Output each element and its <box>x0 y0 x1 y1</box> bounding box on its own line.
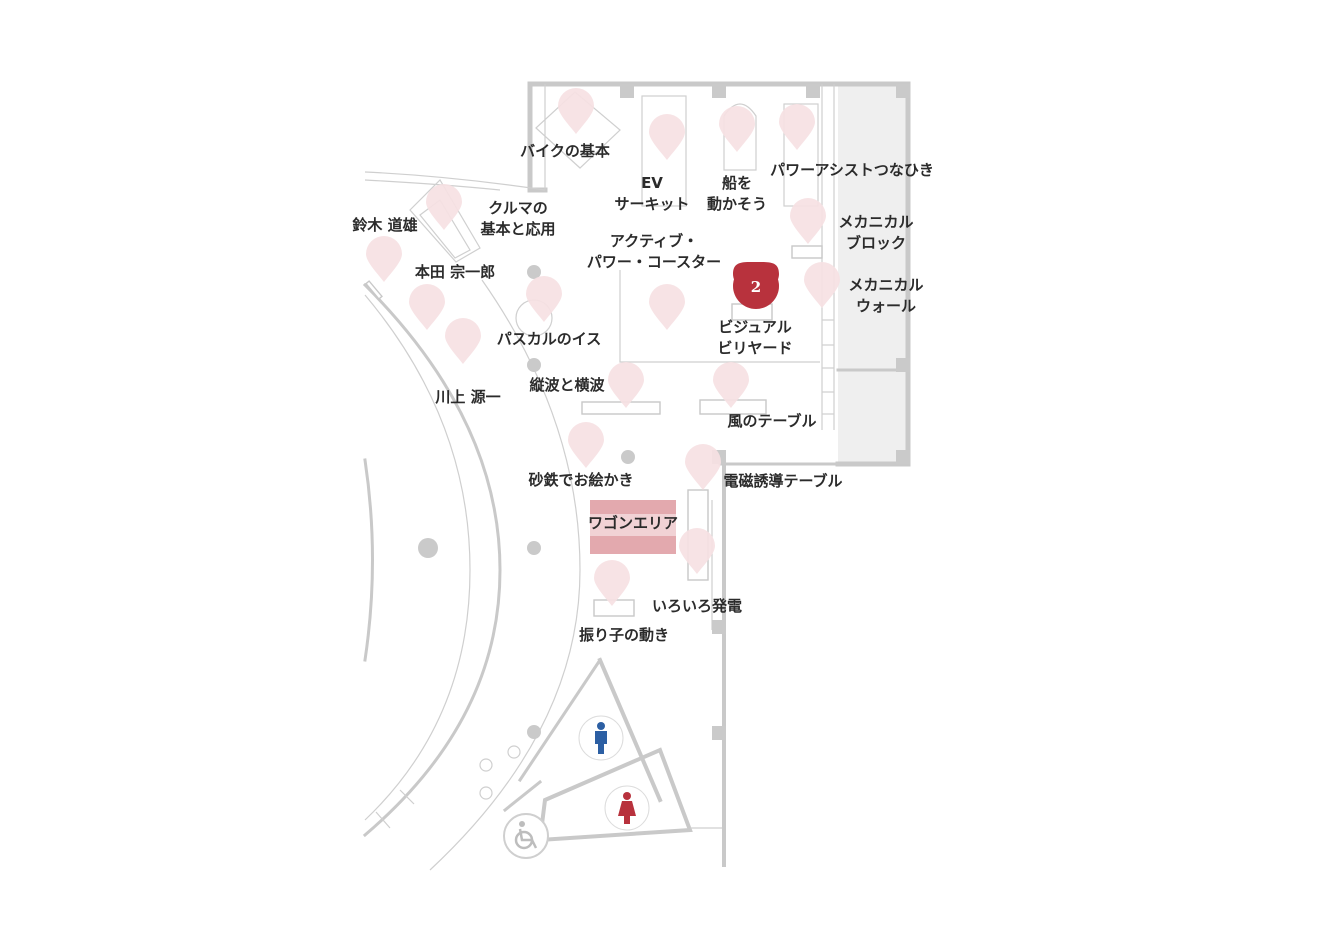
exhibit-label-bike-basics[interactable]: バイクの基本 <box>520 142 610 160</box>
exhibit-label-line: ビリヤード <box>717 339 792 357</box>
exhibit-label-line: 船を <box>722 174 752 192</box>
exhibit-label-iron-sand[interactable]: 砂鉄でお絵かき <box>528 471 633 489</box>
exhibit-label-line: パスカルのイス <box>497 330 602 348</box>
exhibit-pin-power-gen[interactable] <box>679 528 715 574</box>
exhibit-label-line: ブロック <box>846 234 906 252</box>
men-restroom-icon <box>578 715 624 761</box>
exhibit-pin-induction-table[interactable] <box>685 444 721 490</box>
exhibit-label-ev-circuit[interactable]: EV サーキット <box>614 174 689 213</box>
exhibit-label-line: 縦波と横波 <box>529 376 605 394</box>
exhibit-label-suzuki-michio[interactable]: 鈴木 道雄 <box>352 216 417 234</box>
exhibit-label-kawakami-genichi[interactable]: 川上 源一 <box>434 388 500 406</box>
exhibit-label-power-assist-tug[interactable]: パワーアシストつなひき <box>770 161 934 179</box>
exhibit-pin-mech-wall[interactable] <box>804 262 840 308</box>
exhibit-label-line: メカニカル <box>838 213 913 231</box>
exhibit-label-line: 基本と応用 <box>479 220 555 238</box>
exhibit-label-line: 振り子の動き <box>579 626 669 644</box>
exhibit-label-mech-block[interactable]: メカニカルブロック <box>838 213 913 252</box>
exhibit-pin-car-basics[interactable] <box>426 184 462 230</box>
exhibit-label-line: EV <box>641 174 663 192</box>
exhibit-pin-ev-circuit[interactable] <box>649 114 685 160</box>
exhibit-pin-suzuki-michio[interactable] <box>366 236 402 282</box>
exhibit-label-line: 川上 源一 <box>434 388 500 406</box>
exhibit-label-line: アクティブ・ <box>610 232 698 250</box>
exhibit-label-visual-billiards[interactable]: ビジュアルビリヤード <box>717 318 792 357</box>
exhibit-label-move-ship[interactable]: 船を動かそう <box>707 174 767 213</box>
exhibit-pin-mech-block[interactable] <box>790 198 826 244</box>
exhibit-label-line: ワゴンエリア <box>588 514 678 532</box>
exhibit-pin-wind-table[interactable] <box>713 362 749 408</box>
exhibit-pin-waves[interactable] <box>608 362 644 408</box>
wheelchair-icon <box>503 813 549 859</box>
exhibit-label-line: クルマの <box>488 199 548 217</box>
exhibit-pin-active-coaster[interactable] <box>649 284 685 330</box>
highlight-pin-number: 2 <box>751 278 761 296</box>
exhibit-label-line: 砂鉄でお絵かき <box>528 471 633 489</box>
exhibit-pins <box>366 88 840 606</box>
women-restroom-icon <box>604 785 650 831</box>
exhibit-pin-pendulum[interactable] <box>594 560 630 606</box>
wagon-area-block <box>590 500 676 554</box>
exhibit-label-line: バイクの基本 <box>520 142 610 160</box>
exhibit-label-pascal-chair[interactable]: パスカルのイス <box>497 330 602 348</box>
exhibit-label-wind-table[interactable]: 風のテーブル <box>727 412 816 430</box>
exhibit-label-line: サーキット <box>614 195 689 213</box>
exhibit-pin-honda-soichiro[interactable] <box>409 284 445 330</box>
exhibit-label-line: いろいろ発電 <box>652 597 742 615</box>
exhibit-label-wagon-area[interactable]: ワゴンエリア <box>588 514 678 532</box>
exhibit-label-line: 風のテーブル <box>727 412 816 430</box>
exhibit-pin-move-ship[interactable] <box>719 106 755 152</box>
exhibit-label-waves[interactable]: 縦波と横波 <box>529 376 605 394</box>
exhibit-label-active-coaster[interactable]: アクティブ・パワー・コースター <box>587 232 721 271</box>
exhibit-label-line: パワーアシストつなひき <box>770 161 934 179</box>
exhibit-pin-power-assist-tug[interactable] <box>779 104 815 150</box>
exhibit-label-power-gen[interactable]: いろいろ発電 <box>652 597 742 615</box>
exhibit-pin-iron-sand[interactable] <box>568 422 604 468</box>
exhibit-label-car-basics[interactable]: クルマの基本と応用 <box>479 199 555 238</box>
exhibit-label-honda-soichiro[interactable]: 本田 宗一郎 <box>415 263 495 281</box>
exhibit-label-line: 鈴木 道雄 <box>352 216 417 234</box>
walls <box>362 81 911 871</box>
exhibit-label-line: 本田 宗一郎 <box>415 263 495 281</box>
exhibit-label-line: パワー・コースター <box>587 253 721 271</box>
exhibit-label-line: 電磁誘導テーブル <box>723 472 842 490</box>
highlight-pin-circle <box>733 263 779 309</box>
exhibit-label-line: ウォール <box>856 297 916 315</box>
exhibit-label-line: ビジュアル <box>718 318 792 336</box>
exhibit-label-pendulum[interactable]: 振り子の動き <box>579 626 669 644</box>
exhibit-label-induction-table[interactable]: 電磁誘導テーブル <box>723 472 842 490</box>
exhibit-label-line: 動かそう <box>707 195 767 213</box>
exhibit-label-mech-wall[interactable]: メカニカルウォール <box>848 276 923 315</box>
exhibit-label-line: メカニカル <box>848 276 923 294</box>
exhibit-pin-kawakami-genichi[interactable] <box>445 318 481 364</box>
exhibit-pin-pascal-chair[interactable] <box>526 276 562 322</box>
highlight-pin[interactable]: 2 <box>733 261 779 309</box>
exhibit-pin-bike-basics[interactable] <box>558 88 594 134</box>
